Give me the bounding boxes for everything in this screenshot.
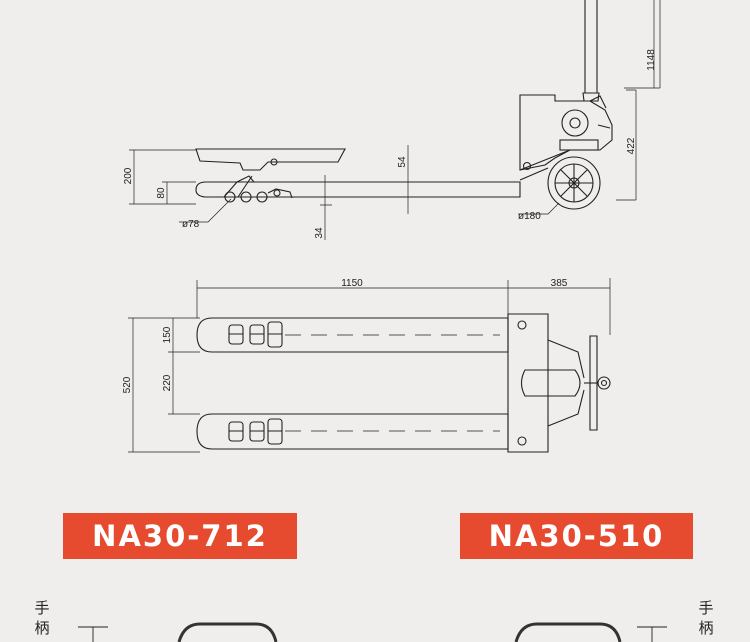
top-fork-lower bbox=[196, 413, 509, 450]
top-chassis bbox=[507, 313, 549, 453]
top-dimensions bbox=[128, 278, 611, 453]
dim-fork-thickness: 54 bbox=[397, 156, 408, 168]
dim-fork-lift-height: 200 bbox=[123, 167, 134, 184]
dim-body-height: 422 bbox=[626, 137, 637, 154]
handle-label-right: 手柄 bbox=[698, 599, 714, 637]
model-label-right: NA30-510 bbox=[488, 519, 665, 553]
roller-windows bbox=[228, 321, 283, 445]
side-fork-lowered bbox=[195, 181, 521, 198]
dim-fork-gap: 220 bbox=[162, 374, 173, 391]
dim-fork-bottom: 34 bbox=[314, 227, 325, 239]
side-view bbox=[195, 0, 613, 210]
dim-body-length: 385 bbox=[551, 278, 568, 289]
bottom-preview bbox=[177, 622, 622, 642]
handle-label-left: 手柄 bbox=[34, 599, 50, 637]
side-steer-wheel bbox=[547, 156, 601, 210]
dim-fork-length: 1150 bbox=[341, 278, 363, 289]
model-badge-right: NA30-510 bbox=[460, 513, 693, 559]
dim-load-roller: ø78 bbox=[182, 219, 200, 230]
dim-steer-wheel: ø180 bbox=[518, 211, 541, 222]
model-badge-left: NA30-712 bbox=[63, 513, 297, 559]
model-label-left: NA30-712 bbox=[92, 519, 268, 553]
dim-fork-lowered-height: 80 bbox=[156, 187, 167, 199]
dimension-labels: 1148 422 200 80 54 34 ø78 ø180 1150 385 … bbox=[122, 49, 657, 394]
dim-handle-height: 1148 bbox=[646, 49, 657, 71]
dim-fork-width: 150 bbox=[162, 326, 173, 343]
dim-overall-width: 520 bbox=[122, 376, 133, 393]
side-fork-raised bbox=[195, 148, 346, 171]
side-dimensions bbox=[129, 0, 661, 240]
top-fork-upper bbox=[196, 317, 509, 353]
top-view bbox=[196, 313, 611, 453]
side-handle bbox=[584, 0, 598, 93]
side-pump-body bbox=[519, 94, 613, 171]
top-handle bbox=[520, 369, 581, 397]
